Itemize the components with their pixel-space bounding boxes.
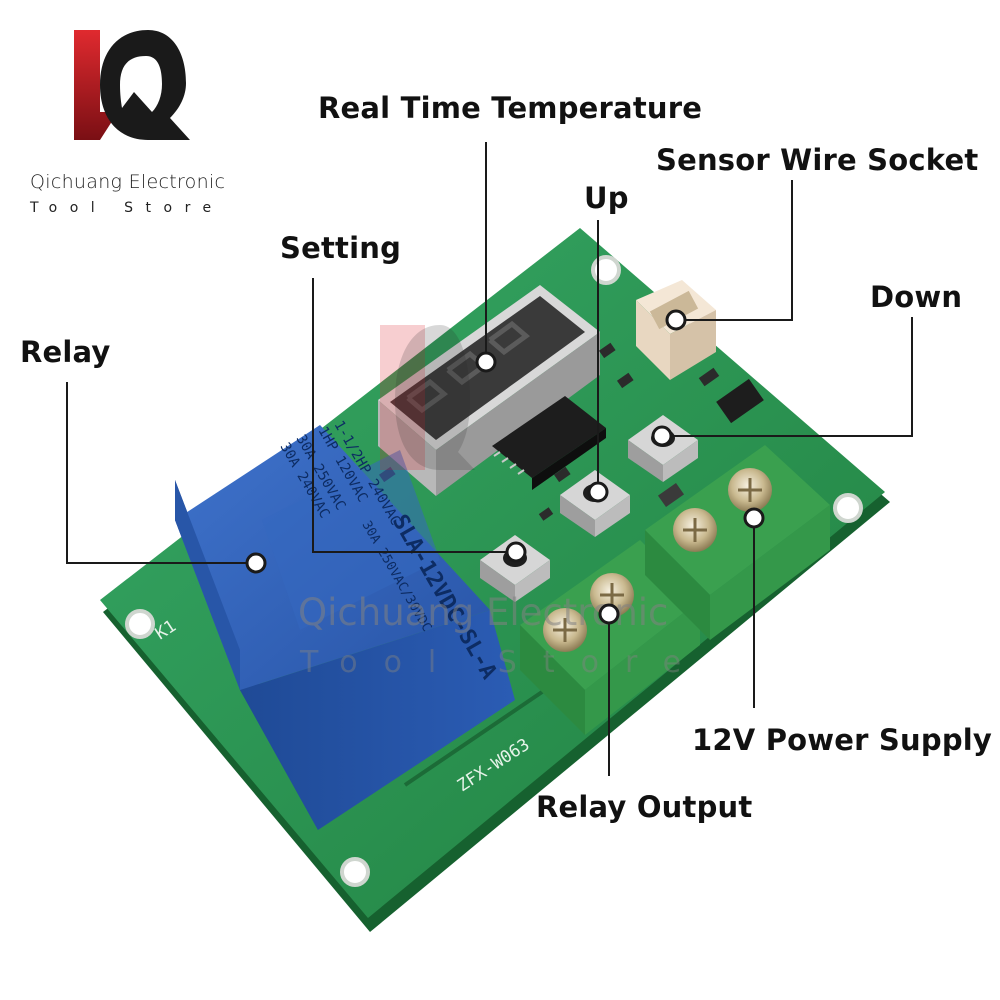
ic-chip: [492, 396, 606, 490]
watermark-tagline: Tool Store: [299, 645, 707, 680]
watermark: Qichuang Electronic Tool Store: [298, 325, 707, 680]
label-sensor-wire-socket: Sensor Wire Socket: [656, 143, 978, 177]
brand-tagline: Tool Store: [29, 200, 224, 216]
label-12v-power-supply: 12V Power Supply: [692, 723, 992, 757]
label-setting: Setting: [280, 231, 401, 265]
terminal-block-power: [645, 445, 830, 640]
mounting-holes: [125, 255, 863, 887]
label-down: Down: [870, 280, 962, 314]
label-real-time-temperature: Real Time Temperature: [318, 91, 702, 125]
label-up: Up: [584, 181, 629, 215]
brand-logo: [74, 30, 190, 140]
callout-leaders: [66, 142, 913, 776]
label-relay-output: Relay Output: [536, 790, 752, 824]
label-relay: Relay: [20, 335, 111, 369]
brand-name: Qichuang Electronic: [30, 171, 225, 193]
